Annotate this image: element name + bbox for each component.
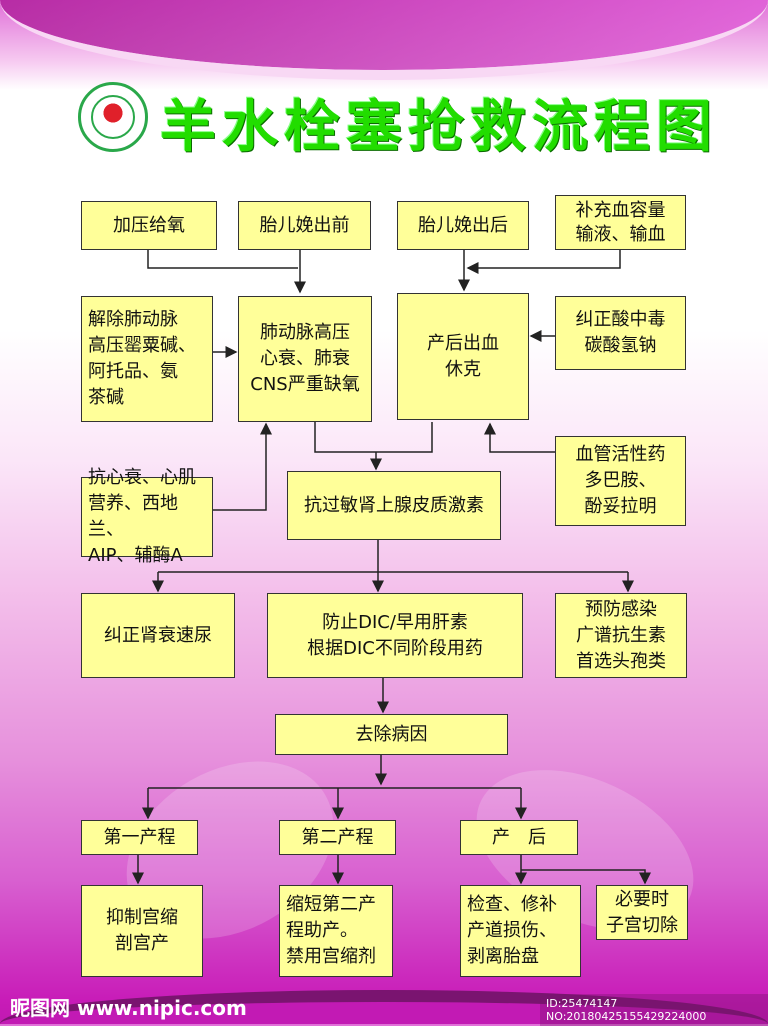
box-before-delivery: 胎儿娩出前: [238, 201, 371, 250]
box-vasoactive-drugs: 血管活性药 多巴胺、 酚妥拉明: [555, 436, 686, 526]
box-postpartum: 产 后: [460, 820, 578, 855]
box-anti-heart-failure: 抗心衰、心肌 营养、西地兰、 AIP、辅酶A: [81, 467, 213, 566]
box-after-delivery: 胎儿娩出后: [397, 201, 529, 250]
box-relieve-pulmonary-hypertension: 解除肺动脉 高压罂粟碱、 阿托品、氨 茶碱: [81, 296, 213, 422]
box-hysterectomy: 必要时 子宫切除: [596, 885, 688, 940]
box-postpartum-hemorrhage: 产后出血 休克: [397, 293, 529, 420]
box-repair-placenta: 检查、修补 产道损伤、 剥离胎盘: [460, 885, 581, 977]
watermark-id: ID:25474147 NO:20180425155429224000: [540, 994, 768, 1026]
page-title: 羊水栓塞抢救流程图: [160, 95, 718, 160]
decor-band: [0, 0, 768, 80]
box-prevent-infection: 预防感染 广谱抗生素 首选头孢类: [555, 593, 687, 678]
box-first-stage: 第一产程: [81, 820, 198, 855]
box-correct-acidosis: 纠正酸中毒 碳酸氢钠: [555, 296, 686, 370]
box-anti-allergy: 抗过敏肾上腺皮质激素: [287, 471, 501, 540]
box-prevent-dic: 防止DIC/早用肝素 根据DIC不同阶段用药: [267, 593, 523, 678]
box-shorten-second-stage: 缩短第二产 程助产。 禁用宫缩剂: [279, 885, 393, 977]
box-pulmonary-hypertension: 肺动脉高压 心衰、肺衰 CNS严重缺氧: [238, 296, 372, 422]
watermark-site: 昵图网 www.nipic.com: [10, 996, 247, 1020]
box-second-stage: 第二产程: [279, 820, 396, 855]
box-renal-failure: 纠正肾衰速尿: [81, 593, 235, 678]
logo: [78, 82, 148, 152]
mother-child-icon: [91, 95, 135, 139]
box-remove-cause: 去除病因: [275, 714, 508, 755]
box-inhibit-contractions: 抑制宫缩 剖宫产: [81, 885, 203, 977]
box-blood-volume: 补充血容量 输液、输血: [555, 195, 686, 250]
box-pressurized-oxygen: 加压给氧: [81, 201, 217, 250]
